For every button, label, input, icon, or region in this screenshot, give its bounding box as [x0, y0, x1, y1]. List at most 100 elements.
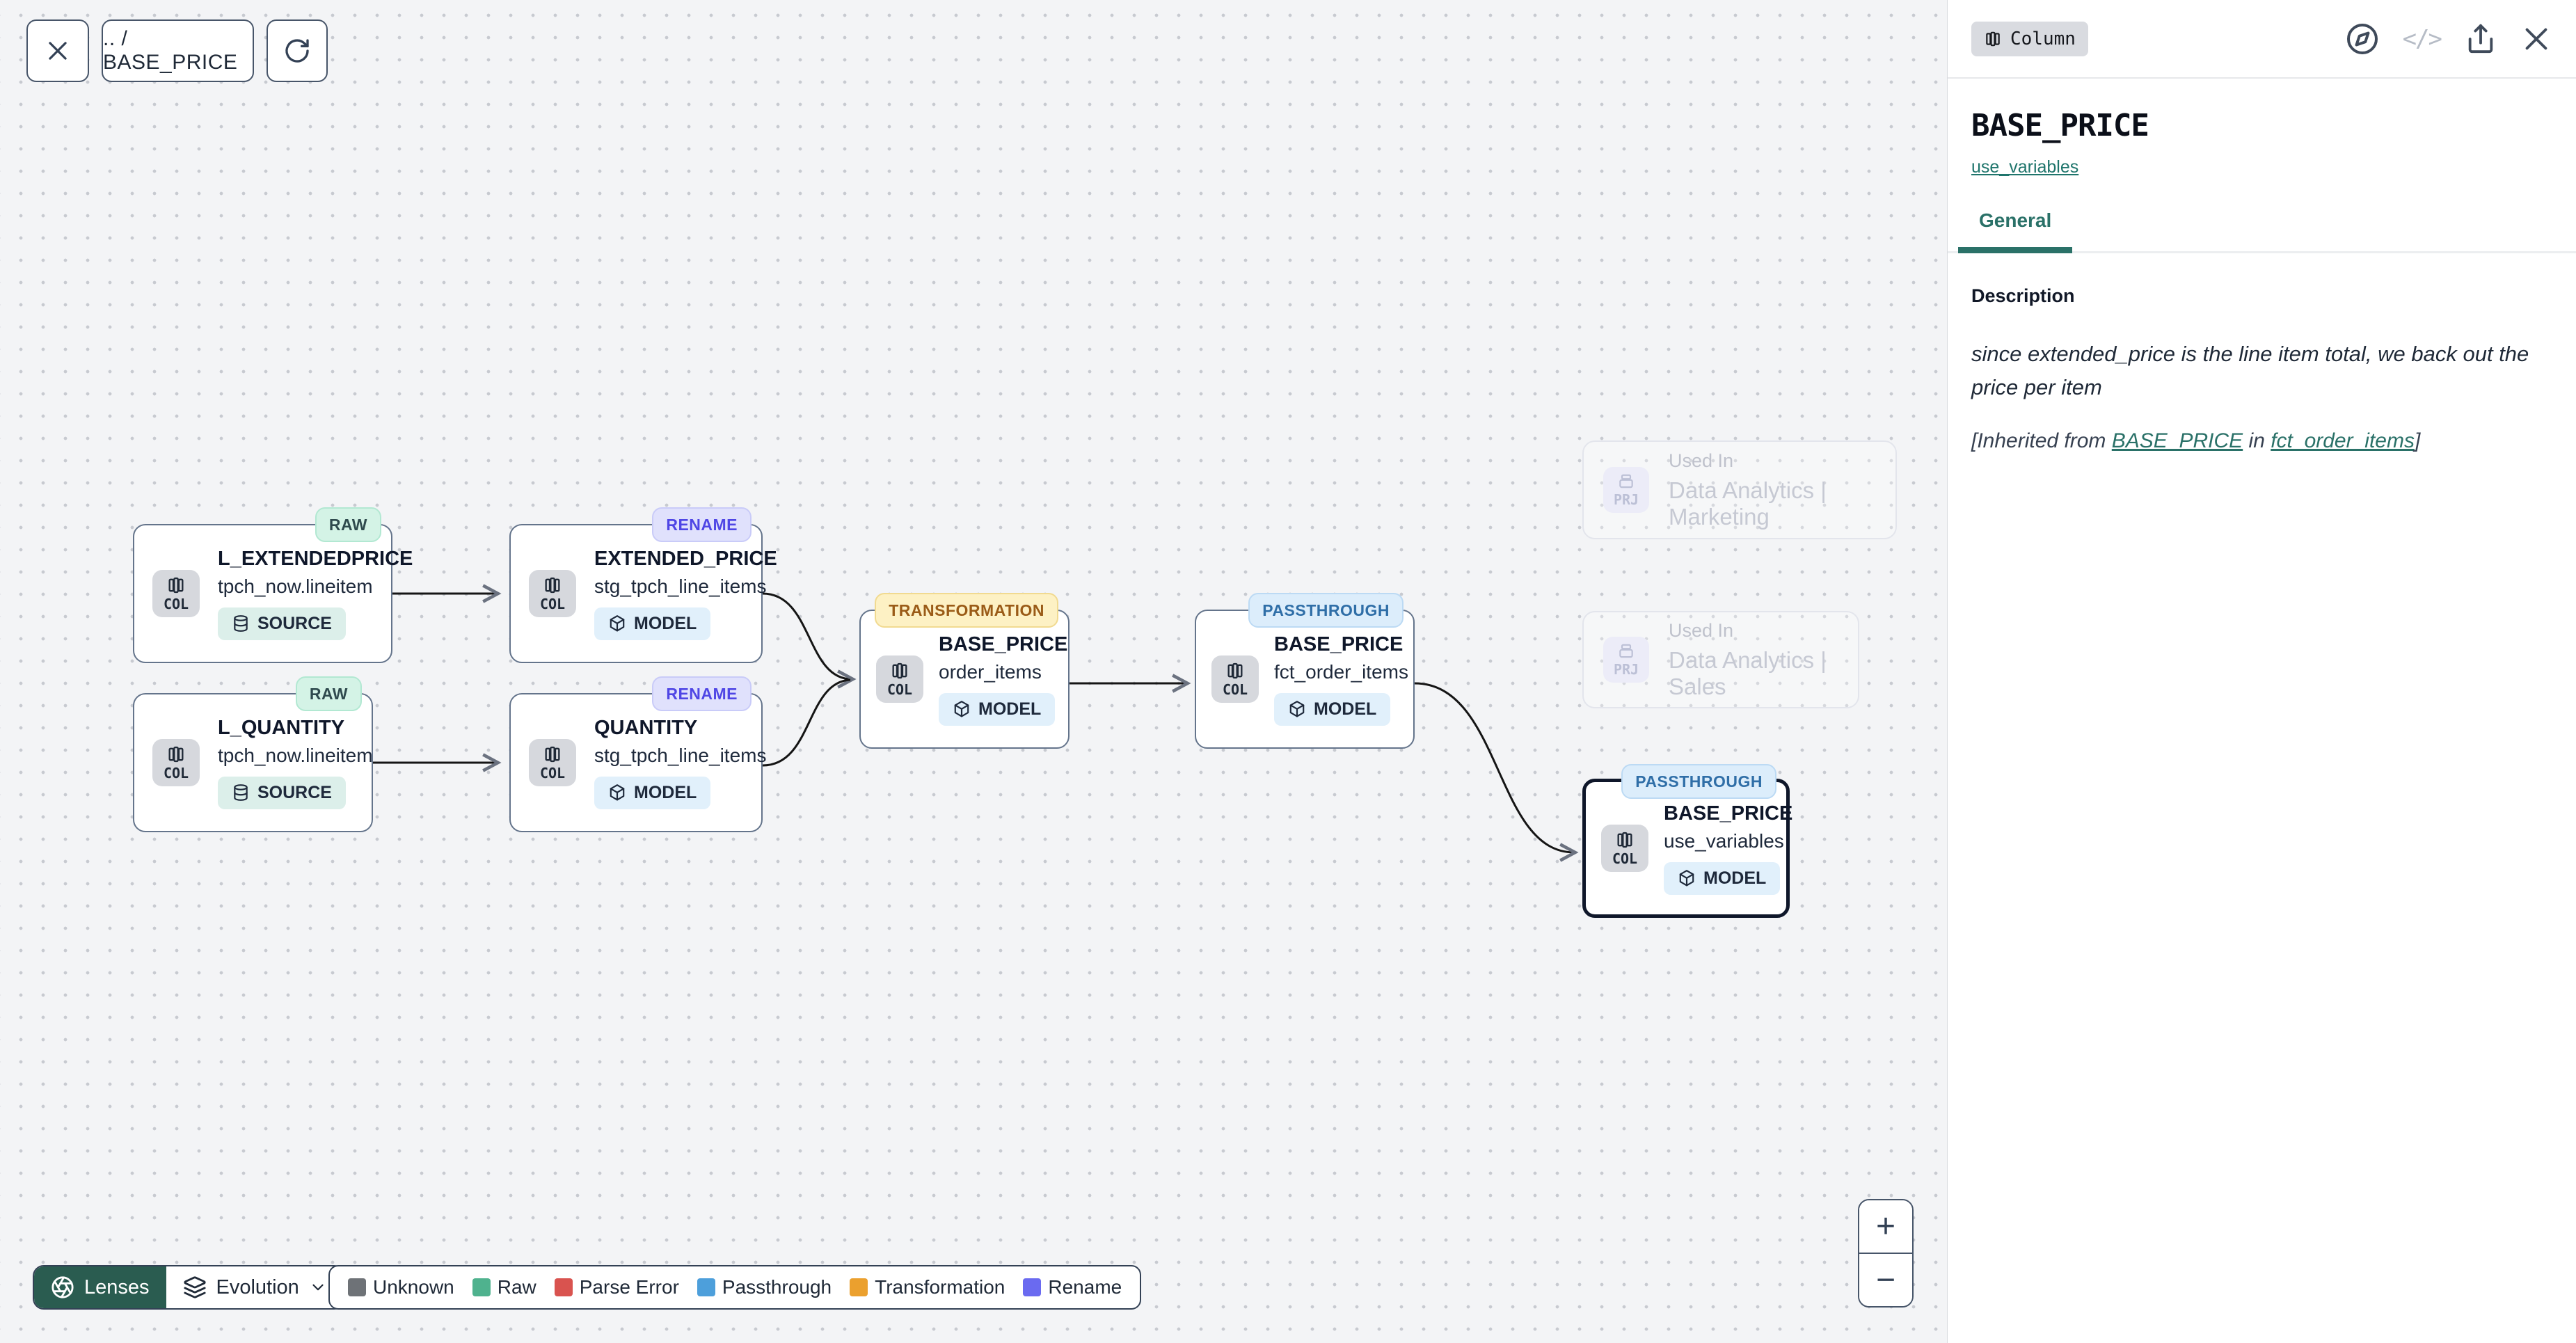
node-title: BASE_PRICE — [1664, 802, 1793, 825]
node-text: L_EXTENDEDPRICE tpch_now.lineitem SOURCE — [218, 548, 413, 640]
lens-select[interactable]: Evolution — [166, 1266, 344, 1308]
node-title: L_EXTENDEDPRICE — [218, 547, 413, 570]
cube-icon — [610, 784, 625, 801]
legend-swatch-rename — [1023, 1278, 1042, 1296]
node-base-price-order-items[interactable]: TRANSFORMATION COL BASE_PRICE order_item… — [859, 593, 1070, 749]
node-l-extendedprice[interactable]: RAW COL L_EXTENDEDPRICE tpch_now.lineite… — [133, 507, 413, 663]
column-chip: COL — [529, 570, 576, 617]
used-in-node-sales[interactable]: PRJ Used In Data Analytics | Sales — [1582, 611, 1859, 708]
zoom-in-button[interactable]: + — [1859, 1200, 1912, 1254]
used-in-project: Data Analytics | Sales — [1669, 646, 1827, 699]
legend-swatch-passthrough — [697, 1278, 715, 1296]
legend-swatch-parse-error — [554, 1278, 573, 1296]
evolution-badge: RENAME — [652, 676, 752, 711]
column-chip: COL — [876, 655, 923, 703]
used-in-label: Used In — [1669, 450, 1734, 471]
node-text: BASE_PRICE fct_order_items MODEL — [1274, 633, 1408, 726]
project-chip: PRJ — [1603, 467, 1649, 513]
database-icon — [234, 784, 248, 801]
evolution-badge: PASSTHROUGH — [1248, 593, 1404, 628]
zoom-out-button[interactable]: − — [1859, 1254, 1912, 1306]
node-subtitle: tpch_now.lineitem — [218, 575, 373, 597]
share-icon[interactable] — [2465, 23, 2497, 55]
code-icon: </> — [2402, 24, 2442, 53]
column-chip: COL — [152, 739, 200, 786]
node-subtitle: stg_tpch_line_items — [594, 744, 767, 766]
evolution-legend: Unknown Raw Parse Error Passthrough Tran… — [328, 1265, 1142, 1310]
used-in-text: Used In Data Analytics | Sales — [1669, 620, 1838, 700]
panel-tabs: General — [1948, 209, 2576, 253]
node-text: BASE_PRICE use_variables MODEL — [1664, 802, 1792, 895]
legend-swatch-raw — [472, 1278, 491, 1296]
columns-icon — [1986, 31, 2000, 46]
cube-icon — [1289, 701, 1305, 717]
model-link[interactable]: use_variables — [1971, 157, 2079, 177]
inherited-note: [Inherited from BASE_PRICE in fct_order_… — [1971, 429, 2421, 453]
lineage-canvas[interactable]: .. / BASE_PRICE RAW COL L_EXTENDEDPRICE … — [0, 0, 1947, 1343]
panel-title: BASE_PRICE — [1971, 108, 2149, 143]
lenses-control: Lenses Evolution — [33, 1265, 345, 1310]
legend-item: Unknown — [348, 1276, 454, 1298]
zoom-controls: + − — [1858, 1199, 1914, 1308]
close-icon — [49, 42, 67, 60]
node-base-price-fct-order-items[interactable]: PASSTHROUGH COL BASE_PRICE fct_order_ite… — [1195, 593, 1415, 749]
source-pill: SOURCE — [218, 607, 346, 640]
column-chip: COL — [529, 739, 576, 786]
legend-item: Parse Error — [554, 1276, 679, 1298]
entity-type-badge: Column — [1971, 21, 2088, 56]
description-text: since extended_price is the line item to… — [1971, 342, 2529, 400]
layers-icon — [183, 1276, 206, 1298]
project-icon — [1619, 474, 1633, 488]
node-subtitle: fct_order_items — [1274, 660, 1408, 683]
inherited-model-link[interactable]: fct_order_items — [2271, 429, 2415, 453]
legend-item: Transformation — [850, 1276, 1005, 1298]
node-l-quantity[interactable]: RAW COL L_QUANTITY tpch_now.lineitem SOU… — [133, 676, 373, 832]
used-in-node-marketing[interactable]: PRJ Used In Data Analytics | Marketing — [1582, 440, 1897, 539]
node-subtitle: use_variables — [1664, 829, 1784, 852]
node-subtitle: order_items — [939, 660, 1042, 683]
database-icon — [234, 615, 248, 632]
columns-icon — [1227, 662, 1243, 678]
columns-icon — [545, 577, 560, 593]
node-text: L_QUANTITY tpch_now.lineitem SOURCE — [218, 717, 373, 809]
model-pill: MODEL — [594, 776, 711, 809]
legend-swatch-unknown — [348, 1278, 366, 1296]
project-icon — [1619, 644, 1633, 658]
cube-icon — [1679, 870, 1694, 887]
used-in-label: Used In — [1669, 619, 1734, 641]
panel-content: Description since extended_price is the … — [1948, 253, 2576, 485]
node-title: BASE_PRICE — [939, 633, 1068, 655]
inherited-column-link[interactable]: BASE_PRICE — [2111, 429, 2243, 453]
node-title: BASE_PRICE — [1274, 633, 1404, 655]
model-pill: MODEL — [939, 692, 1056, 726]
model-pill: MODEL — [1274, 692, 1391, 726]
node-extended-price[interactable]: RENAME COL EXTENDED_PRICE stg_tpch_line_… — [509, 507, 777, 663]
compass-icon[interactable] — [2346, 22, 2379, 56]
edge-quantity-baseprice — [762, 678, 851, 767]
close-lineage-button[interactable] — [26, 19, 89, 82]
cube-icon — [610, 615, 625, 632]
legend-item: Passthrough — [697, 1276, 832, 1298]
panel-actions: </> — [2346, 22, 2552, 56]
breadcrumb[interactable]: .. / BASE_PRICE — [102, 19, 254, 82]
chevron-down-icon — [312, 1284, 324, 1291]
tab-general[interactable]: General — [1958, 209, 2073, 253]
node-title: EXTENDED_PRICE — [594, 547, 777, 570]
node-base-price-use-variables-selected[interactable]: PASSTHROUGH COL BASE_PRICE use_variables… — [1582, 764, 1792, 918]
node-text: EXTENDED_PRICE stg_tpch_line_items MODEL — [594, 548, 777, 640]
lenses-button[interactable]: Lenses — [34, 1266, 166, 1308]
node-quantity[interactable]: RENAME COL QUANTITY stg_tpch_line_items … — [509, 676, 767, 832]
model-pill: MODEL — [1664, 861, 1781, 895]
legend-item: Rename — [1023, 1276, 1122, 1298]
close-panel-icon[interactable] — [2520, 23, 2552, 55]
breadcrumb-label: .. / BASE_PRICE — [103, 27, 238, 74]
evolution-badge: RENAME — [652, 507, 752, 542]
edge-fctorderitems-usevariables — [1414, 682, 1579, 862]
used-in-text: Used In Data Analytics | Marketing — [1669, 450, 1876, 530]
evolution-badge: TRANSFORMATION — [875, 593, 1058, 628]
columns-icon — [545, 746, 560, 762]
aperture-icon — [51, 1276, 74, 1298]
refresh-button[interactable] — [267, 19, 328, 82]
panel-header: Column </> — [1948, 0, 2576, 79]
